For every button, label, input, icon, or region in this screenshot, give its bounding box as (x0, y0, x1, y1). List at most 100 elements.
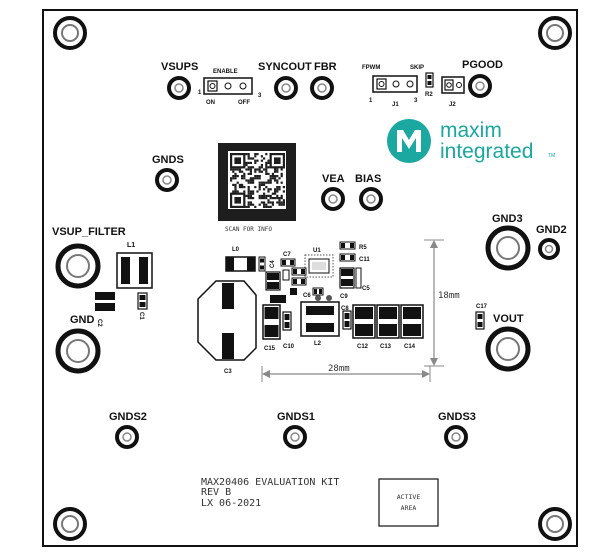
testpoint-vea (321, 187, 345, 211)
label-c17: C17 (476, 304, 488, 310)
testpoint-gnds (155, 168, 179, 192)
label-c10: C10 (283, 344, 295, 350)
label-c8: C8 (341, 306, 349, 312)
testpoint-syncout (274, 76, 298, 100)
terminal-gnd3 (485, 225, 531, 271)
kit-title: MAX20406 EVALUATION KIT (201, 477, 339, 488)
resistor-r5 (339, 241, 356, 250)
label-pgood: PGOOD (462, 59, 503, 71)
terminal-gnd (55, 328, 101, 374)
component-cluster-center (265, 267, 307, 303)
label-gnd: GND (70, 314, 95, 326)
testpoint-vsups (167, 76, 191, 100)
label-vsups: VSUPS (161, 61, 198, 73)
label-j2: J2 (449, 102, 456, 108)
label-c3: C3 (224, 369, 232, 375)
maxim-logo-word2: integrated (440, 140, 533, 163)
mounting-hole-bottom-right (538, 507, 572, 541)
label-gnd3: GND3 (492, 213, 523, 225)
capacitor-c3-electrolytic (197, 280, 257, 361)
inductor-l1 (116, 252, 153, 289)
label-fpwm: FPWM (362, 65, 380, 71)
testpoint-gnd2 (538, 238, 560, 260)
label-l1: L1 (127, 242, 135, 249)
label-j1-pin1: 1 (369, 98, 373, 104)
testpoint-bias (359, 187, 383, 211)
mounting-hole-bottom-left (53, 507, 87, 541)
label-vout: VOUT (493, 313, 524, 325)
label-j1-pin3: 3 (414, 98, 418, 104)
terminal-vsup-filter (55, 243, 101, 289)
label-c14: C14 (404, 344, 416, 350)
label-skip: SKIP (410, 65, 424, 71)
mounting-hole-top-right (538, 16, 572, 50)
via-2 (326, 295, 332, 301)
label-c15: C15 (264, 346, 276, 352)
label-gnd2: GND2 (536, 224, 567, 236)
capacitor-c17 (475, 311, 485, 330)
testpoint-pgood (468, 74, 492, 98)
ic-u1 (304, 254, 334, 278)
dimension-18mm (424, 239, 444, 367)
label-gnds1: GNDS1 (277, 411, 315, 423)
qr-code (218, 143, 296, 221)
testpoint-gnds1 (283, 425, 307, 449)
capacitor-c7 (280, 258, 296, 267)
label-c4: C4 (270, 260, 276, 268)
label-c6: C6 (303, 293, 311, 299)
active-area-line1: ACTIVE (397, 493, 421, 501)
label-l2: L2 (314, 341, 322, 347)
label-vsup-filter: VSUP_FILTER (52, 226, 126, 238)
capacitor-c6 (312, 287, 324, 296)
label-bias: BIAS (355, 173, 381, 185)
label-j1: J1 (392, 102, 399, 108)
label-c1: C1 (138, 312, 144, 320)
label-c7: C7 (283, 252, 291, 258)
maxim-logo: maxim integrated TM (387, 119, 555, 163)
active-area-line2: AREA (401, 504, 417, 512)
maxim-logo-word1: maxim (440, 119, 502, 142)
capacitor-c9 (339, 267, 355, 289)
dimension-28mm (261, 366, 431, 382)
testpoint-gnds3 (444, 425, 468, 449)
capacitor-c4 (258, 256, 266, 272)
label-gnds2: GNDS2 (109, 411, 147, 423)
label-r2: R2 (425, 92, 433, 98)
maxim-logo-tm: TM (548, 153, 555, 159)
capacitor-c1 (137, 292, 148, 310)
capacitor-c12 (352, 304, 376, 339)
capacitor-c8 (342, 310, 352, 330)
label-enable-on: ON (206, 100, 215, 106)
label-c13: C13 (380, 344, 392, 350)
label-dim-18mm: 18mm (438, 291, 460, 301)
resistor-r2 (425, 72, 434, 88)
label-u1: U1 (313, 248, 321, 254)
inductor-l0 (225, 256, 256, 272)
label-c12: C12 (357, 344, 369, 350)
label-enable-off: OFF (238, 100, 250, 106)
label-c11: C11 (359, 257, 370, 263)
kit-date: LX 06-2021 (201, 498, 261, 509)
label-vea: VEA (322, 173, 345, 185)
qr-caption: SCAN FOR INFO (225, 226, 272, 233)
active-area-box (378, 478, 439, 527)
label-c9: C9 (340, 294, 348, 300)
label-syncout: SYNCOUT (258, 61, 312, 73)
label-enable-pin3: 3 (258, 93, 262, 99)
label-gnds: GNDS (152, 154, 184, 166)
capacitor-c5 (355, 267, 362, 289)
label-c2: C2 (96, 319, 102, 327)
mounting-hole-top-left (53, 16, 87, 50)
label-dim-28mm: 28mm (328, 364, 350, 374)
capacitor-c15 (262, 304, 281, 340)
label-enable: ENABLE (213, 69, 238, 75)
inductor-l2 (300, 301, 340, 337)
capacitor-c14 (400, 304, 424, 339)
label-r5: R5 (359, 245, 367, 251)
capacitor-c11 (339, 253, 356, 262)
capacitor-c13 (376, 304, 400, 339)
label-c5: C5 (362, 286, 370, 292)
testpoint-fbr (310, 76, 334, 100)
terminal-vout (485, 326, 531, 372)
label-fbr: FBR (314, 61, 337, 73)
